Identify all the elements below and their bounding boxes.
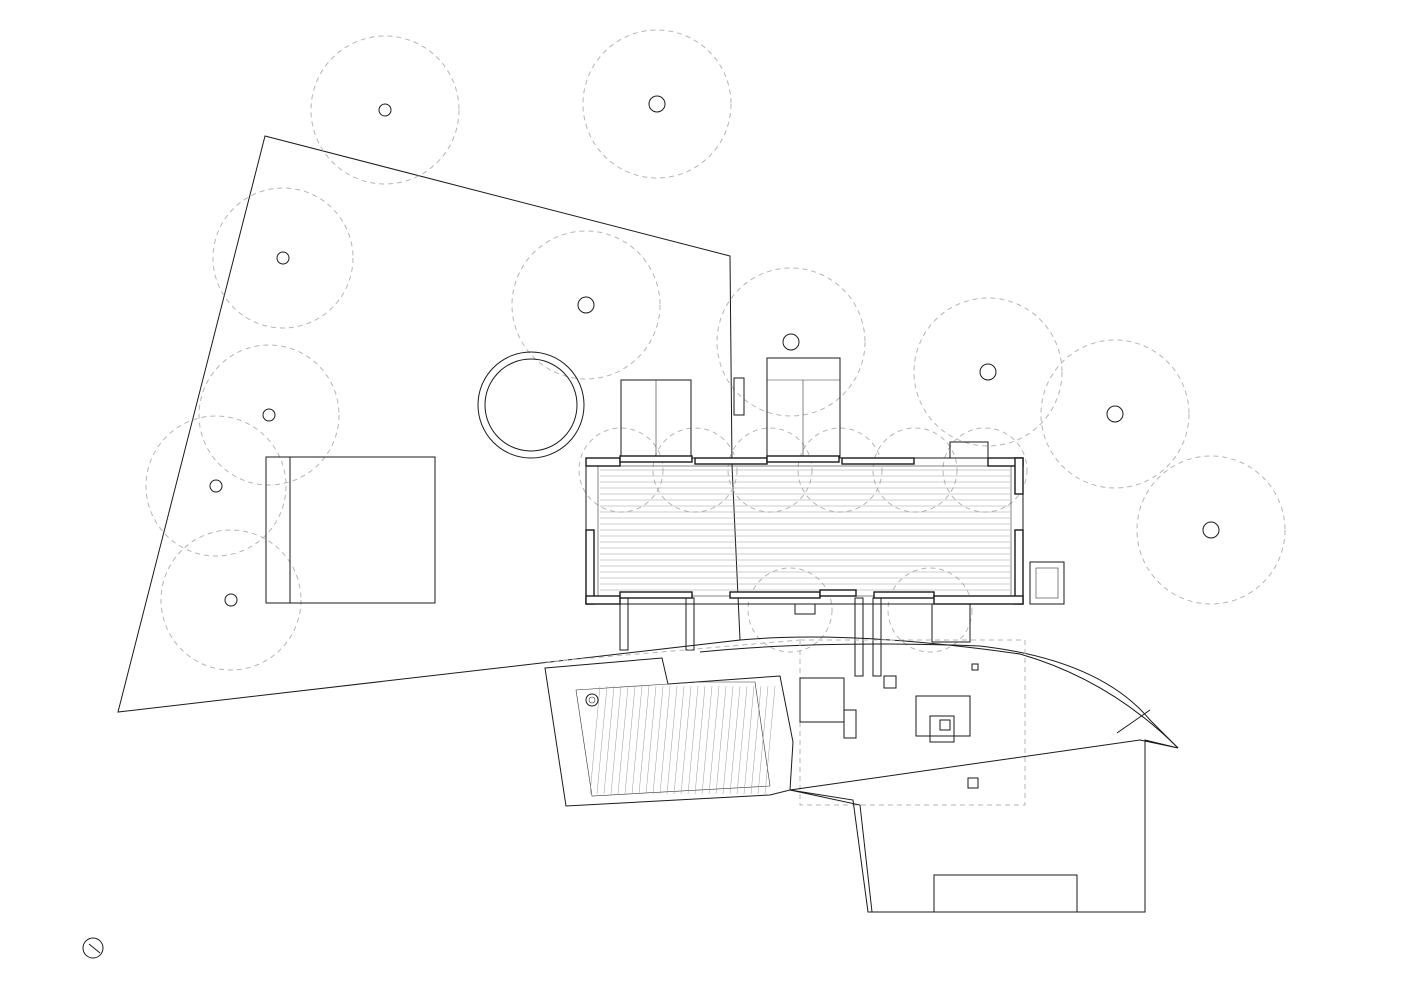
tree-canopy <box>145 415 287 557</box>
deck-board <box>673 685 685 795</box>
deck-board <box>743 685 755 795</box>
east-box <box>1029 561 1065 605</box>
annex-decking <box>589 685 776 795</box>
deck-board <box>638 685 650 795</box>
tree-trunk <box>979 363 997 381</box>
deck-board <box>694 685 706 795</box>
main-house: /* decking drawn by script below */ <box>585 455 1024 605</box>
deck-board <box>617 685 629 795</box>
curved-walkway <box>699 636 1179 749</box>
deck-board <box>750 685 762 795</box>
deck-board <box>645 685 657 795</box>
tree-canopy <box>1136 455 1286 605</box>
deck-board <box>680 685 692 795</box>
tree-trunk <box>262 408 276 422</box>
tree-trunk <box>276 251 290 265</box>
tree-canopy <box>212 187 354 329</box>
tree-canopy <box>716 267 866 417</box>
deck-board <box>589 685 601 795</box>
square-outbuilding <box>265 456 436 604</box>
tree-trunk <box>224 593 238 607</box>
deck-board <box>715 685 727 795</box>
deck-board <box>659 685 671 795</box>
deck-board <box>631 685 643 795</box>
tree-trunk <box>378 103 392 117</box>
tree-trunk <box>209 479 223 493</box>
tree-canopy <box>887 567 973 653</box>
tree-trunk <box>648 95 666 113</box>
deck-board <box>603 685 615 795</box>
tree-canopy <box>1040 339 1190 489</box>
deck-board <box>736 685 748 795</box>
tree-canopy <box>310 35 460 185</box>
deck-board <box>729 685 741 795</box>
deck-board <box>764 685 776 795</box>
tree-trunk <box>1106 405 1124 423</box>
tree-canopy <box>913 297 1063 447</box>
terrace-outline <box>544 639 1026 806</box>
deck-board <box>708 685 720 795</box>
deck-board <box>610 685 622 795</box>
site-boundary <box>117 135 741 713</box>
tree-canopy <box>198 344 340 486</box>
deck-board <box>624 685 636 795</box>
tree-canopy <box>160 529 302 671</box>
terrace-fixtures <box>799 663 979 789</box>
deck-board <box>666 685 678 795</box>
tree-trunk <box>782 333 800 351</box>
tree-canopy <box>511 230 661 380</box>
tree-canopies <box>145 29 1286 671</box>
north-porches <box>620 357 989 459</box>
tree-canopy <box>747 567 833 653</box>
deck-board <box>596 685 608 795</box>
south-annex <box>544 657 794 807</box>
main-house-decking: /* decking drawn by script below */ <box>600 469 1010 591</box>
deck-board <box>701 685 713 795</box>
north-arrow-icon <box>82 937 104 959</box>
deck-board <box>652 685 664 795</box>
deck-board <box>757 685 769 795</box>
small-slab <box>733 377 745 416</box>
deck-board <box>687 685 699 795</box>
tree-canopy <box>582 29 732 179</box>
circular-tank <box>477 351 585 459</box>
deck-board <box>722 685 734 795</box>
tree-trunks <box>209 95 1220 607</box>
lower-building <box>789 739 1179 913</box>
tree-trunk <box>577 296 595 314</box>
tree-trunk <box>1202 521 1220 539</box>
south-columns <box>619 597 971 677</box>
